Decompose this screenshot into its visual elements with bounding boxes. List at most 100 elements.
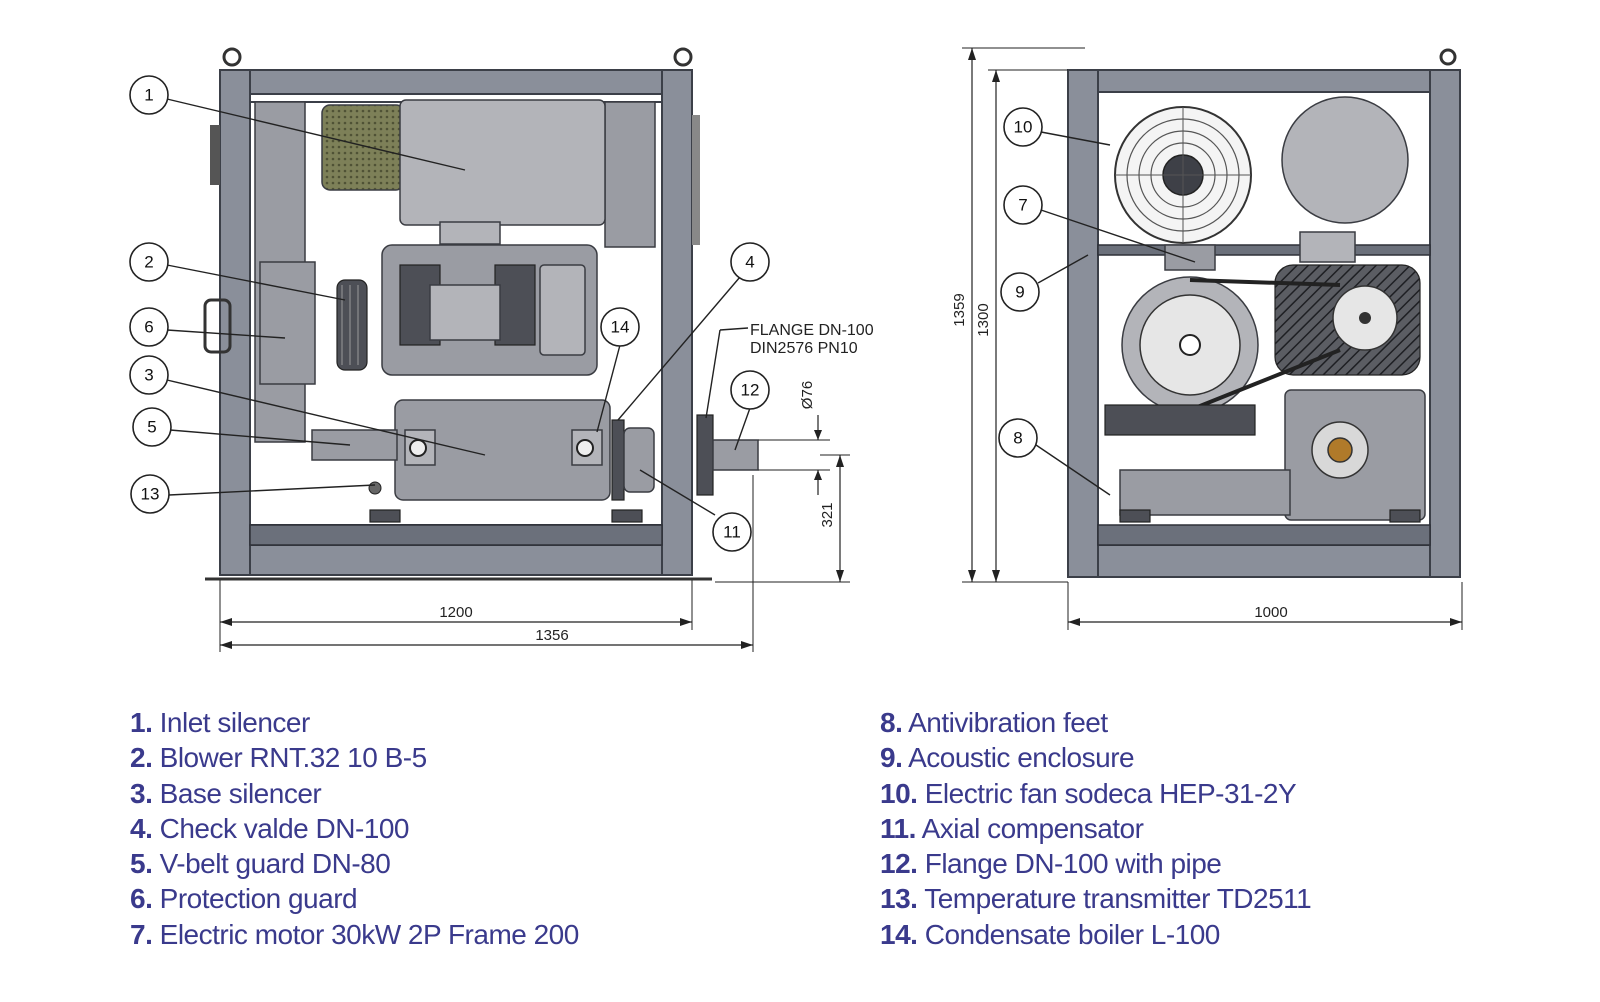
legend-item-9: 9. Acoustic enclosure <box>880 742 1135 774</box>
callout-13: 13 <box>130 474 170 514</box>
legend-item-13: 13. Temperature transmitter TD2511 <box>880 883 1312 915</box>
frame-post-left <box>219 69 251 576</box>
foot-right <box>611 509 643 523</box>
dim-width-inner: 1200 <box>439 604 472 621</box>
legend-item-12: 12. Flange DN-100 with pipe <box>880 848 1222 880</box>
vent-ribs-left <box>210 125 220 185</box>
callout-7: 7 <box>1003 185 1043 225</box>
svg-text:1: 1 <box>144 86 153 105</box>
blower-housing-right <box>494 264 536 346</box>
flange-note-line2: DIN2576 PN10 <box>750 340 858 357</box>
check-valve-ring <box>611 419 625 501</box>
dim-height-overall: 1359 <box>951 293 968 326</box>
side-mid-shelf <box>1097 244 1431 256</box>
flange-note-line1: FLANGE DN-100 <box>750 322 874 339</box>
callout-2: 2 <box>129 242 169 282</box>
blower-center <box>429 284 501 341</box>
legend-item-7: 7. Electric motor 30kW 2P Frame 200 <box>130 918 579 950</box>
legend-item-8: 8. Antivibration feet <box>880 707 1108 738</box>
legend-item-11: 11. Axial compensator <box>880 812 1144 844</box>
svg-text:14: 14 <box>611 318 630 337</box>
svg-text:11: 11 <box>723 523 741 542</box>
inlet-silencer-filter <box>321 104 405 191</box>
svg-text:10: 10 <box>1014 118 1033 137</box>
lifting-eye-right <box>673 47 693 67</box>
callout-10: 10 <box>1003 107 1043 147</box>
dim-depth: 1000 <box>1254 604 1287 621</box>
legend-item-1: 1. Inlet silencer <box>130 707 310 738</box>
svg-text:5: 5 <box>147 418 156 437</box>
outlet-flange <box>696 414 714 496</box>
vent-ribs-right <box>692 115 700 245</box>
legend-item-4: 4. Check valde DN-100 <box>130 812 409 844</box>
lifting-eye-side <box>1439 48 1457 66</box>
equipment-drawing: 1 2 6 3 5 13 14 4 12 11 FLANGE DN-100 DI… <box>129 47 1463 652</box>
front-view <box>203 47 759 581</box>
svg-text:8: 8 <box>1013 429 1022 448</box>
callout-4: 4 <box>730 242 770 282</box>
protection-guard <box>259 261 316 385</box>
side-post-right <box>1429 69 1461 578</box>
motor-box <box>1164 244 1216 271</box>
legend-item-6: 6. Protection guard <box>130 883 358 915</box>
svg-text:9: 9 <box>1015 283 1024 302</box>
callout-5: 5 <box>132 407 172 447</box>
outlet-pipe <box>712 439 759 471</box>
motor-base <box>1104 404 1256 436</box>
svg-text:4: 4 <box>745 253 754 272</box>
frame-post-right <box>661 69 693 576</box>
front-dimensions: 1200 1356 Ø76 321 <box>219 381 850 652</box>
callout-12: 12 <box>730 370 770 410</box>
v-belt-guard <box>311 429 398 461</box>
blower-inlet <box>1299 231 1356 263</box>
silencer-end <box>1281 96 1409 224</box>
lifting-eye-left <box>222 47 242 67</box>
lower-frame-side <box>1119 469 1291 516</box>
dim-outlet-diameter: Ø76 <box>799 381 816 409</box>
side-view <box>1067 48 1461 578</box>
legend-item-14: 14. Condensate boiler L-100 <box>880 918 1220 950</box>
right-panel <box>604 101 656 248</box>
callout-14: 14 <box>600 307 640 347</box>
side-post-left <box>1067 69 1099 578</box>
frame-base <box>219 544 693 576</box>
callout-6: 6 <box>129 307 169 347</box>
callout-11: 11 <box>712 512 752 552</box>
svg-text:7: 7 <box>1018 196 1027 215</box>
side-foot-right <box>1389 509 1421 523</box>
blower-end <box>539 264 586 356</box>
dim-outlet-height: 321 <box>819 502 836 527</box>
callout-9: 9 <box>1000 272 1040 312</box>
frame-bottom-rail <box>249 524 663 546</box>
svg-text:13: 13 <box>141 485 160 504</box>
side-leaders <box>1035 131 1196 496</box>
foot-left <box>369 509 401 523</box>
legend-left-column: 1. Inlet silencer 2. Blower RNT.32 10 B-… <box>130 705 579 952</box>
axial-compensator <box>623 427 655 493</box>
callout-3: 3 <box>129 355 169 395</box>
front-callouts: 1 2 6 3 5 13 14 4 12 11 <box>129 75 770 552</box>
temp-sensor <box>368 481 382 495</box>
svg-text:12: 12 <box>741 381 760 400</box>
side-foot-left <box>1119 509 1151 523</box>
inlet-neck <box>439 221 501 245</box>
callout-8: 8 <box>998 418 1038 458</box>
legend-item-3: 3. Base silencer <box>130 777 322 809</box>
frame-top-beam <box>219 69 693 95</box>
side-dimensions: 1359 1300 1000 <box>951 47 1463 630</box>
legend-right-column: 8. Antivibration feet 9. Acoustic enclos… <box>880 705 1312 952</box>
dim-width-overall: 1356 <box>535 627 568 644</box>
side-top-beam <box>1067 69 1461 93</box>
legend-item-10: 10. Electric fan sodeca HEP-31-2Y <box>880 777 1297 809</box>
legend-item-2: 2. Blower RNT.32 10 B-5 <box>130 742 427 774</box>
callout-1: 1 <box>129 75 169 115</box>
svg-text:6: 6 <box>144 318 153 337</box>
side-base <box>1067 544 1461 578</box>
inlet-silencer <box>399 99 606 226</box>
pulley <box>336 279 368 371</box>
side-callouts: 10 7 9 8 <box>998 107 1043 458</box>
svg-text:3: 3 <box>144 366 153 385</box>
side-bottom-rail <box>1097 524 1431 546</box>
svg-text:2: 2 <box>144 253 153 272</box>
